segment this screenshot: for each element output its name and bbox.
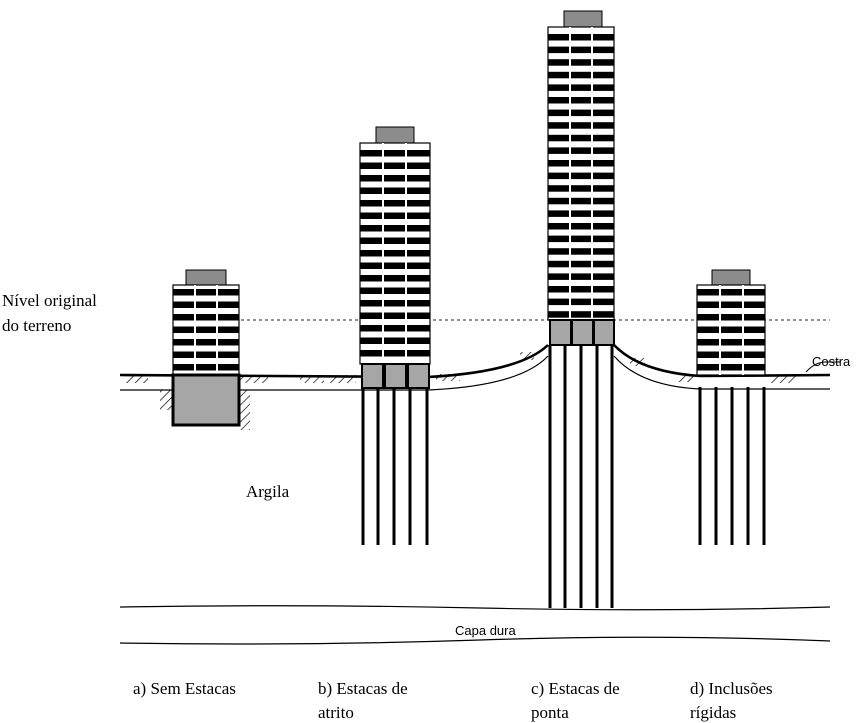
floor-band	[360, 200, 430, 207]
floor-band	[548, 172, 614, 180]
floor-band	[548, 59, 614, 66]
floor-band	[360, 212, 430, 219]
floor-band	[548, 84, 614, 91]
caption-c-line1: c) Estacas de	[531, 679, 620, 698]
floor-band	[548, 160, 614, 167]
floor-band	[697, 289, 765, 296]
caption-d-line1: d) Inclusões	[690, 679, 773, 698]
floor-band	[173, 289, 239, 296]
floor-band	[548, 210, 614, 217]
floor-band	[697, 314, 765, 321]
floor-band	[548, 260, 614, 268]
building-b-friction-piles	[359, 126, 431, 545]
floor-band	[548, 298, 614, 306]
floor-band	[548, 34, 614, 41]
floor-band	[548, 185, 614, 192]
floor-band	[173, 314, 239, 321]
building-c-end-bearing-piles-shafts	[548, 345, 614, 608]
floor-band	[360, 337, 430, 344]
floor-band	[548, 311, 614, 318]
original-level-label-line2: do terreno	[2, 316, 71, 335]
clay-label: Argila	[246, 482, 290, 501]
floor-band	[697, 339, 765, 346]
floor-band	[173, 301, 239, 308]
floor-band	[548, 97, 614, 104]
building-d-floors	[697, 289, 765, 371]
floor-band	[360, 150, 430, 157]
building-b-floors	[360, 150, 430, 357]
floor-band	[548, 223, 614, 230]
floor-band	[173, 326, 239, 333]
floor-band	[360, 187, 430, 194]
caption-d-line2: rígidas	[690, 703, 736, 722]
building-b-friction-piles-shafts	[361, 388, 429, 545]
floor-band	[360, 350, 430, 357]
hard-layer	[119, 605, 831, 645]
floor-band	[697, 301, 765, 308]
caption-a-line1: a) Sem Estacas	[133, 679, 236, 698]
building-a-raft-foundation	[171, 373, 241, 427]
floor-band	[548, 46, 614, 54]
floor-band	[173, 351, 239, 358]
floor-band	[173, 364, 239, 371]
floor-band	[360, 250, 430, 257]
floor-band	[360, 312, 430, 319]
floor-band	[697, 351, 765, 358]
building-a-no-piles	[171, 269, 241, 427]
floor-band	[360, 325, 430, 332]
building-c-end-bearing-piles	[547, 10, 615, 608]
floor-band	[548, 109, 614, 117]
floor-band	[360, 300, 430, 307]
floor-band	[697, 326, 765, 333]
floor-band	[548, 134, 614, 142]
floor-band	[548, 273, 614, 280]
original-level-label-line1: Nível original	[2, 291, 97, 310]
floor-band	[548, 248, 614, 255]
floor-band	[548, 235, 614, 243]
caption-c-line2: ponta	[531, 703, 569, 722]
crust-label: Costra	[812, 354, 851, 369]
caption-b-line1: b) Estacas de	[318, 679, 408, 698]
floor-band	[360, 275, 430, 282]
floor-band	[548, 71, 614, 79]
floor-band	[360, 237, 430, 244]
hard-layer-label: Capa dura	[455, 623, 516, 638]
floor-band	[360, 225, 430, 232]
floor-band	[548, 286, 614, 293]
floor-band	[697, 364, 765, 371]
building-a-floors	[173, 289, 239, 371]
floor-band	[360, 175, 430, 182]
floor-band	[173, 339, 239, 346]
ground-surface	[119, 344, 831, 391]
floor-band	[360, 287, 430, 294]
floor-band	[548, 197, 614, 205]
building-b-pile-cap	[361, 363, 430, 389]
floor-band	[548, 122, 614, 129]
caption-b-line2: atrito	[318, 703, 354, 722]
floor-band	[360, 162, 430, 169]
floor-band	[548, 147, 614, 154]
building-c-pile-cap	[549, 319, 615, 346]
building-d-rigid-inclusion-shafts	[698, 387, 766, 545]
floor-band	[360, 262, 430, 269]
building-c-floors	[548, 34, 614, 318]
building-d-rigid-inclusions	[696, 269, 766, 545]
crust-leader-line	[805, 361, 840, 373]
